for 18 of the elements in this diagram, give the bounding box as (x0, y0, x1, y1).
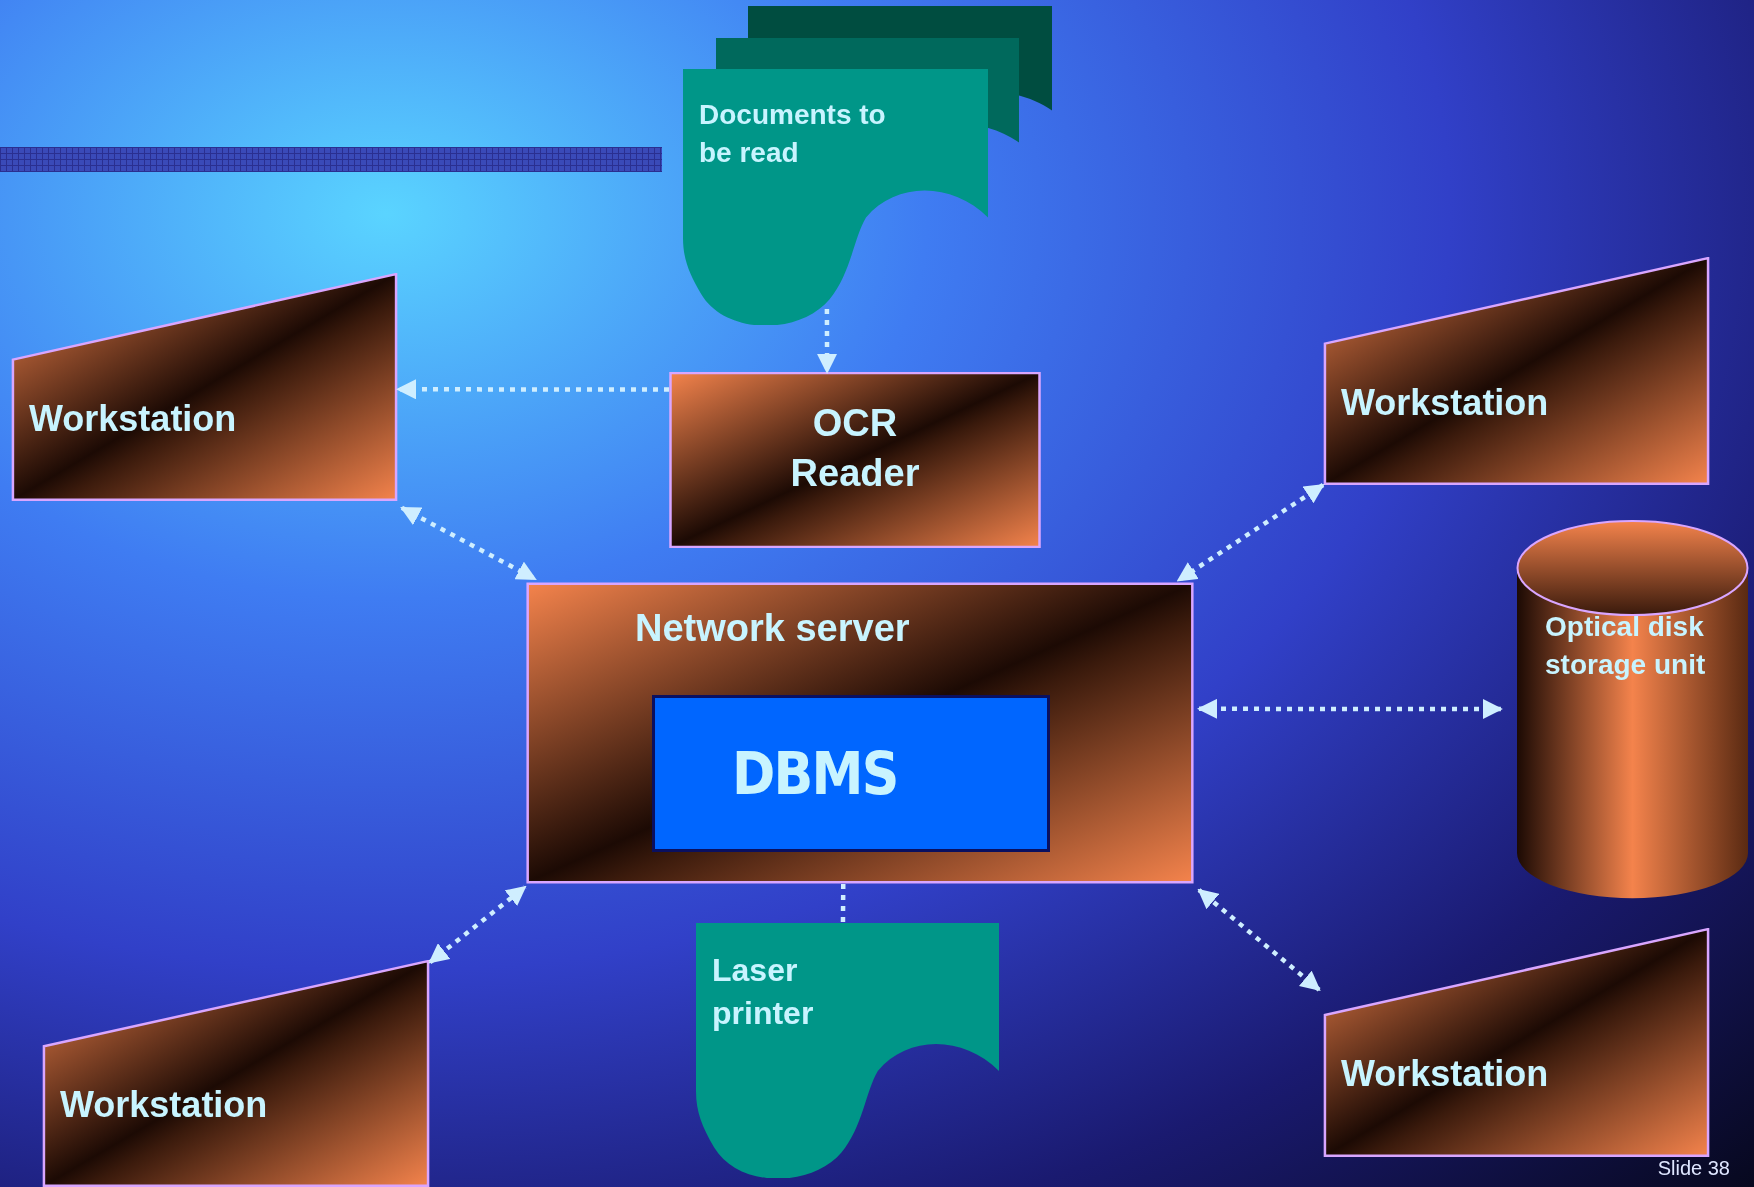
dotted-arrow (1197, 888, 1321, 992)
dotted-arrow (396, 379, 669, 400)
dotted-arrow (428, 885, 527, 965)
node-label: Workstation (29, 396, 237, 441)
node-label: Optical disk storage unit (1545, 610, 1707, 682)
node-label: OCR Reader (789, 401, 921, 496)
dotted-arrow (400, 505, 537, 581)
node-label: Workstation (60, 1083, 268, 1128)
node-label: Network server (635, 606, 910, 651)
node-label: Workstation (1341, 1052, 1549, 1097)
node-label: Workstation (1341, 380, 1549, 425)
dotted-arrow (1176, 483, 1325, 583)
node-label: Documents to be read (699, 98, 887, 170)
dotted-arrow (1197, 698, 1503, 719)
node-label: Laser printer (712, 951, 815, 1033)
dotted-arrow (817, 309, 838, 374)
node-label: DBMS (732, 739, 898, 810)
slide-number: Slide 38 (1657, 1156, 1730, 1181)
